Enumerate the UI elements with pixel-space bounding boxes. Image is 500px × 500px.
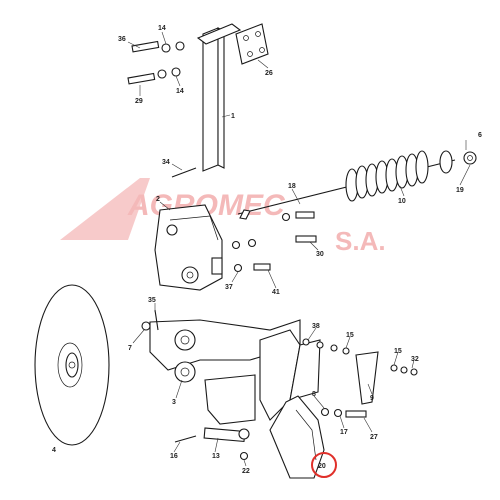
part-label-1: 1: [231, 113, 235, 120]
post-1: [196, 23, 242, 172]
part-label-10: 10: [398, 198, 406, 205]
part-label-15a: 15: [346, 332, 354, 339]
part-label-20: 20: [318, 463, 326, 470]
part-label-7: 7: [128, 345, 132, 352]
top-bolts: [127, 40, 185, 85]
part-label-4: 4: [52, 447, 56, 454]
part-label-8: 8: [312, 391, 316, 398]
part-label-14b: 14: [176, 88, 184, 95]
part-label-16: 16: [170, 453, 178, 460]
part-label-34: 34: [162, 159, 170, 166]
part-label-6: 6: [478, 132, 482, 139]
part-label-17: 17: [340, 429, 348, 436]
part-label-19: 19: [456, 187, 464, 194]
lower-assembly: [204, 374, 367, 479]
watermark-line2: S.A.: [335, 226, 386, 256]
part-label-32: 32: [411, 356, 419, 363]
shaft-13: [174, 427, 250, 461]
part-label-29: 29: [135, 98, 143, 105]
part-label-26: 26: [265, 70, 273, 77]
part-label-9: 9: [370, 395, 374, 402]
part-label-35: 35: [148, 297, 156, 304]
bracket-2: [154, 204, 223, 291]
highlight-circle-20: [311, 452, 337, 478]
part-label-37: 37: [225, 284, 233, 291]
plate-26: [235, 23, 269, 65]
arm-3: [141, 309, 301, 383]
part-label-36: 36: [118, 36, 126, 43]
leader-lines: [127, 31, 471, 467]
part-label-2: 2: [156, 196, 160, 203]
bracket-bolts: [231, 211, 317, 273]
part-label-38: 38: [312, 323, 320, 330]
part-labels: 36 14 29 14 26 1 34 6 19 10 18 2 30 37 4…: [52, 25, 482, 475]
spring-10: [237, 150, 477, 220]
part-label-15b: 15: [394, 348, 402, 355]
part-label-30: 30: [316, 251, 324, 258]
part-label-14a: 14: [158, 25, 166, 32]
part-label-13: 13: [212, 453, 220, 460]
part-label-3: 3: [172, 399, 176, 406]
part-label-18: 18: [288, 183, 296, 190]
disc-4: [34, 284, 110, 446]
part-label-27: 27: [370, 434, 378, 441]
part-label-22: 22: [242, 468, 250, 475]
part-label-41: 41: [272, 289, 280, 296]
